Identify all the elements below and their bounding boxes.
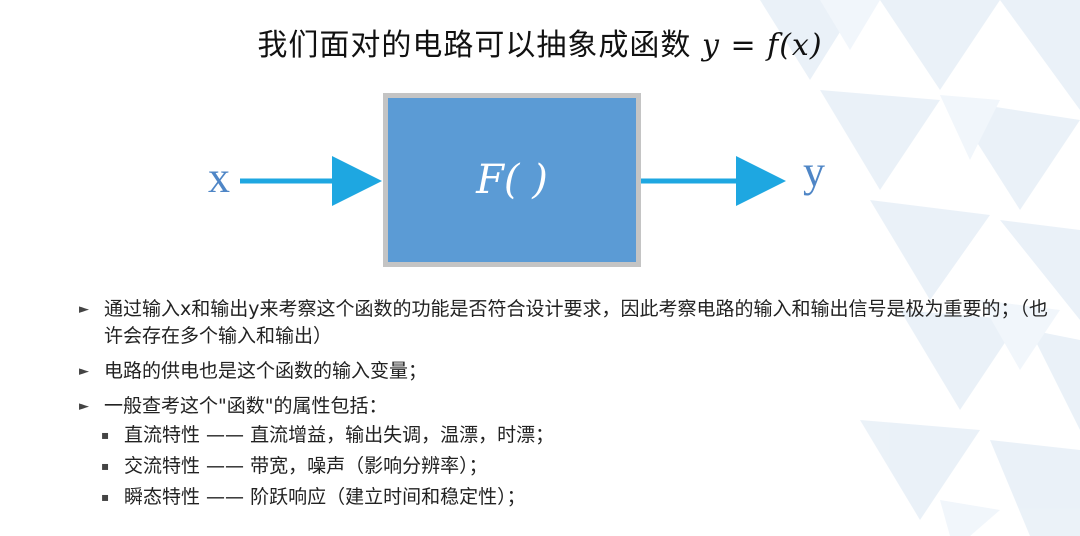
sub-list-item: ▪ 直流特性 —— 直流增益，输出失调，温漂，时漂； [76,422,1066,449]
page-title: 我们面对的电路可以抽象成函数 y = f(x) [0,20,1080,64]
square-bullet-icon: ▪ [101,428,110,442]
sub-list-item-text: 直流特性 —— 直流增益，输出失调，温漂，时漂； [124,424,555,446]
list-item: ► 电路的供电也是这个函数的输入变量； [76,358,1066,385]
function-box: F( ) [383,93,641,267]
sub-list-item-text: 瞬态特性 —— 阶跃响应（建立时间和稳定性）； [124,486,526,508]
title-formula: y = f(x) [701,28,823,63]
list-item: ► 通过输入x和输出y来考察这个函数的功能是否符合设计要求，因此考察电路的输入和… [76,296,1066,350]
sub-list-item: ▪ 交流特性 —— 带宽，噪声（影响分辨率）； [76,453,1066,480]
input-variable: x [208,153,230,202]
square-bullet-icon: ▪ [101,459,110,473]
square-bullet-icon: ▪ [101,490,110,504]
list-item-text: 通过输入x和输出y来考察这个函数的功能是否符合设计要求，因此考察电路的输入和输出… [104,298,1048,347]
sub-list-item: ▪ 瞬态特性 —— 阶跃响应（建立时间和稳定性）； [76,484,1066,511]
title-text: 我们面对的电路可以抽象成函数 [257,28,692,63]
function-box-label: F( ) [476,157,548,203]
list-item: ► 一般查考这个"函数"的属性包括： [76,393,1066,420]
list-item-text: 一般查考这个"函数"的属性包括： [104,395,388,417]
triangle-bullet-icon: ► [79,399,89,414]
bullet-list: ► 通过输入x和输出y来考察这个函数的功能是否符合设计要求，因此考察电路的输入和… [76,296,1066,515]
sub-list-item-text: 交流特性 —— 带宽，噪声（影响分辨率）； [124,455,488,477]
output-variable: y [803,147,825,196]
function-diagram [240,156,786,206]
triangle-bullet-icon: ► [79,302,89,317]
list-item-text: 电路的供电也是这个函数的输入变量； [104,360,428,382]
triangle-bullet-icon: ► [79,364,89,379]
